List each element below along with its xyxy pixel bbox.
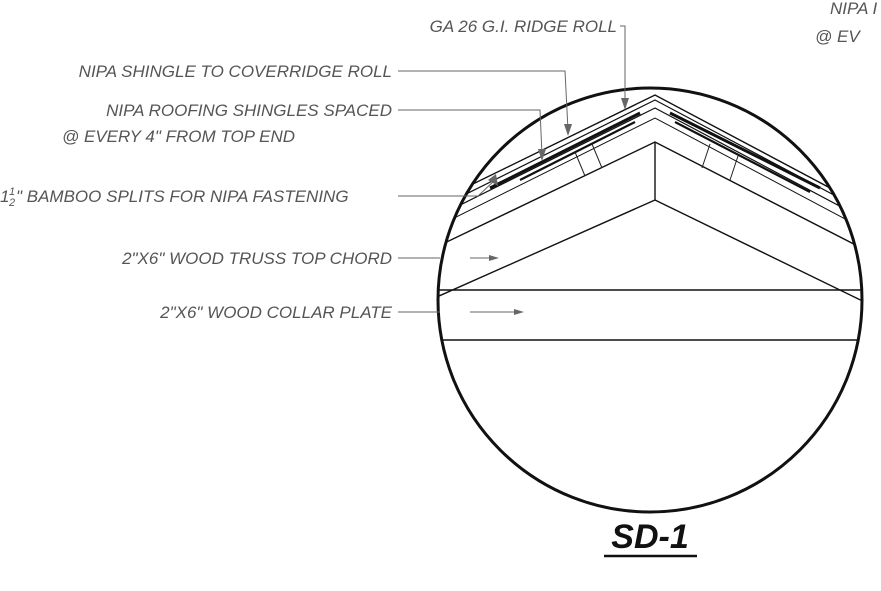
- leader-nipa-cover: [398, 70, 569, 131]
- arrow-nipa-cover: [564, 124, 572, 136]
- arrow-truss: [489, 255, 499, 261]
- leader-bamboo: [398, 179, 496, 197]
- bamboo-fraction-numerator: 1: [9, 186, 15, 198]
- label-nipa-spaced-line1: NIPA ROOFING SHINGLES SPACED: [106, 101, 392, 120]
- bamboo-split-tick: [574, 151, 586, 177]
- label-truss-top-chord: 2"X6" WOOD TRUSS TOP CHORD: [121, 249, 392, 268]
- label-nipa-spaced-line2: @ EVERY 4" FROM TOP END: [62, 127, 295, 146]
- bamboo-split-tick: [591, 143, 603, 169]
- label-collar-plate: 2"X6" WOOD COLLAR PLATE: [159, 303, 393, 322]
- bamboo-label-text: " BAMBOO SPLITS FOR NIPA FASTENING: [16, 187, 349, 206]
- nipa-shingle-right: [674, 121, 811, 193]
- ridge-roll-left: [489, 111, 641, 190]
- nipa-layer-3: [438, 117, 862, 239]
- nipa-shingle-left: [519, 121, 636, 181]
- bamboo-whole-number: 1: [0, 187, 9, 206]
- truss-lower-chord: [438, 199, 862, 311]
- bamboo-fraction-denominator: 2: [8, 197, 15, 209]
- detail-contents: [438, 94, 862, 341]
- leader-ridge-roll: [620, 25, 626, 105]
- arrow-nipa-spaced: [538, 149, 546, 161]
- nipa-layer-2: [438, 107, 862, 229]
- label-ridge-roll: GA 26 G.I. RIDGE ROLL: [430, 17, 617, 36]
- label-corner-line1: NIPA I: [830, 0, 878, 18]
- bamboo-split-tick: [701, 143, 711, 169]
- detail-title: SD-1: [611, 518, 688, 556]
- label-nipa-cover: NIPA SHINGLE TO COVERRIDGE ROLL: [79, 62, 392, 81]
- arrow-collar: [514, 309, 524, 315]
- label-corner-line2: @ EV: [815, 27, 861, 46]
- top-chord-outer: [438, 94, 862, 216]
- leader-nipa-spaced: [398, 109, 543, 156]
- label-bamboo-splits: 1 1 2 " BAMBOO SPLITS FOR NIPA FASTENING: [0, 186, 349, 209]
- ridge-roll-right: [669, 111, 821, 190]
- arrow-ridge-roll: [621, 98, 629, 110]
- arrow-bamboo: [488, 174, 498, 186]
- bamboo-split-tick: [729, 155, 739, 181]
- detail-circle: [436, 86, 864, 514]
